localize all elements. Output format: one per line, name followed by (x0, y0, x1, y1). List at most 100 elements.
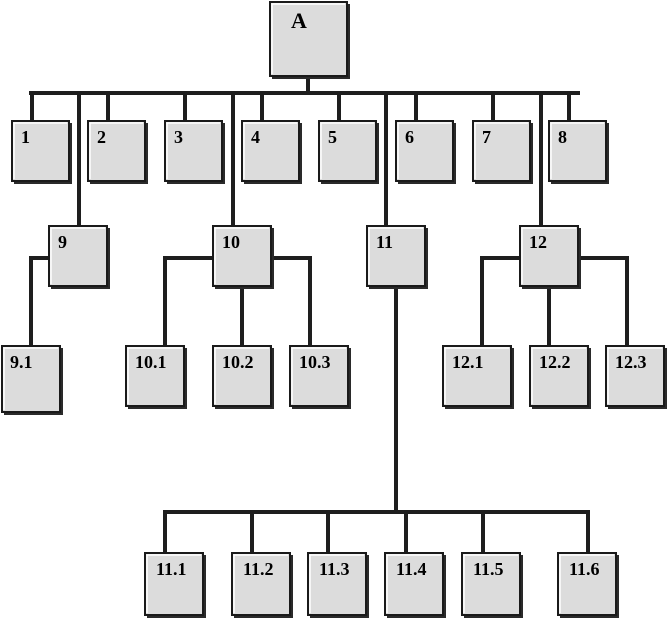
node-shadow (107, 228, 110, 288)
node-box (548, 120, 607, 182)
node-label: 12 (529, 232, 547, 252)
node-box (212, 225, 272, 287)
node-box (269, 1, 348, 77)
node-4: 4 (241, 120, 302, 184)
node-highlight (444, 347, 509, 404)
node-11-6: 11.6 (557, 552, 619, 618)
node-label: 11.3 (319, 559, 350, 579)
node-box (125, 345, 185, 407)
node-label: 4 (251, 127, 260, 147)
node-box (144, 552, 204, 616)
node-shadow (69, 123, 72, 183)
node-highlight (13, 122, 67, 179)
node-shadow (443, 555, 446, 617)
node-1: 1 (11, 120, 72, 184)
node-box (395, 120, 454, 182)
node-label: 6 (405, 127, 414, 147)
node-3: 3 (164, 120, 225, 184)
node-shadow (184, 348, 187, 408)
node-box (605, 345, 665, 407)
node-shadow (290, 555, 293, 617)
node-highlight (320, 122, 374, 179)
node-shadow (222, 123, 225, 183)
node-label: 12.2 (539, 352, 571, 372)
node-shadow (608, 406, 667, 409)
node-box (472, 120, 531, 182)
node-shadow (167, 181, 225, 184)
node-label: 5 (328, 127, 337, 147)
node-7: 7 (472, 120, 533, 184)
node-box (164, 120, 223, 182)
connectors (29, 74, 629, 555)
node-label: 11 (376, 232, 393, 252)
node-box (11, 120, 70, 182)
node-shadow (348, 348, 351, 408)
node-label: 12.3 (615, 352, 647, 372)
node-shadow (60, 348, 63, 414)
node-highlight (521, 227, 576, 284)
node-shadow (578, 228, 581, 288)
node-shadow (560, 615, 619, 618)
node-box (461, 552, 521, 616)
node-label: 10.1 (135, 352, 167, 372)
node-highlight (127, 347, 182, 404)
node-10-1: 10.1 (125, 345, 187, 409)
node-shadow (511, 348, 514, 408)
node-9: 9 (48, 225, 110, 289)
node-shadow (4, 412, 63, 415)
node-label: 11.6 (569, 559, 600, 579)
node-highlight (166, 122, 220, 179)
node-shadow (606, 123, 609, 183)
node-box (366, 225, 426, 287)
node-2: 2 (87, 120, 148, 184)
node-shadow (464, 615, 523, 618)
node-shadow (234, 615, 293, 618)
node-highlight (474, 122, 528, 179)
node-shadow (588, 348, 591, 408)
node-shadow (425, 228, 428, 288)
node-box (289, 345, 349, 407)
node-label: A (291, 8, 307, 33)
node-12-2: 12.2 (529, 345, 591, 409)
node-highlight (233, 554, 288, 613)
node-shadow (292, 406, 351, 409)
node-box (519, 225, 579, 287)
node-11-2: 11.2 (231, 552, 293, 618)
node-label: 8 (558, 127, 567, 147)
node-box (529, 345, 589, 407)
node-box (241, 120, 300, 182)
node-highlight (214, 347, 269, 404)
node-shadow (215, 406, 274, 409)
node-10-3: 10.3 (289, 345, 351, 409)
node-box (48, 225, 108, 287)
node-10: 10 (212, 225, 274, 289)
node-label: 10 (222, 232, 240, 252)
node-label: 3 (174, 127, 183, 147)
node-label: 9.1 (10, 352, 33, 372)
node-highlight (368, 227, 423, 284)
node-shadow (90, 181, 148, 184)
node-box (1, 345, 61, 413)
node-9-1: 9.1 (1, 345, 63, 415)
node-shadow (271, 348, 274, 408)
node-shadow (203, 555, 206, 617)
node-A: A (269, 1, 350, 79)
node-box (307, 552, 367, 616)
node-highlight (309, 554, 364, 613)
node-11-5: 11.5 (461, 552, 523, 618)
node-shadow (530, 123, 533, 183)
node-shadow (475, 181, 533, 184)
node-shadow (522, 286, 581, 289)
node-box (87, 120, 146, 182)
node-shadow (321, 181, 379, 184)
node-shadow (299, 123, 302, 183)
node-highlight (3, 347, 58, 410)
node-box (384, 552, 444, 616)
node-shadow (520, 555, 523, 617)
node-box (212, 345, 272, 407)
node-highlight (386, 554, 441, 613)
node-label: 11.4 (396, 559, 427, 579)
node-label: 12.1 (452, 352, 484, 372)
node-highlight (146, 554, 201, 613)
node-5: 5 (318, 120, 379, 184)
